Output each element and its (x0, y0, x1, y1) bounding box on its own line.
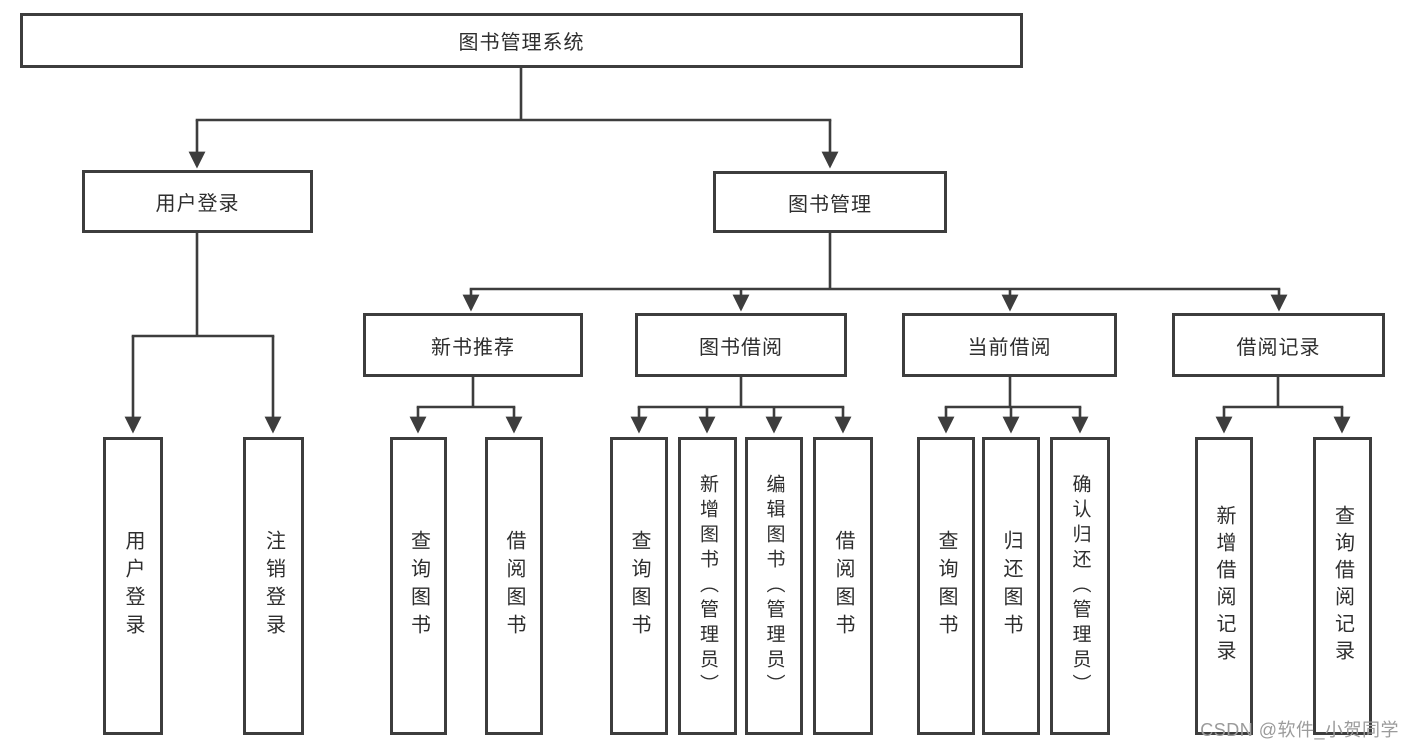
leaf-query-borrow-record: 查询借阅记录 (1313, 437, 1372, 735)
node-book-borrow: 图书借阅 (635, 313, 847, 377)
leaf-user-login: 用户登录 (103, 437, 163, 735)
leaf-borrow-books-recommend: 借阅图书 (485, 437, 543, 735)
leaf-borrow-books: 借阅图书 (813, 437, 873, 735)
leaf-confirm-return-admin: 确认归还（管理员） (1050, 437, 1110, 735)
node-current-borrow: 当前借阅 (902, 313, 1117, 377)
node-new-book-recommend: 新书推荐 (363, 313, 583, 377)
node-book-management-branch: 图书管理 (713, 171, 947, 233)
node-borrow-records: 借阅记录 (1172, 313, 1385, 377)
leaf-return-books: 归还图书 (982, 437, 1040, 735)
csdn-watermark: CSDN @软件_小贺同学 (1200, 720, 1399, 740)
leaf-query-books-recommend: 查询图书 (390, 437, 447, 735)
leaf-add-books-admin: 新增图书（管理员） (678, 437, 737, 735)
node-user-login-branch: 用户登录 (82, 170, 313, 233)
leaf-edit-books-admin: 编辑图书（管理员） (745, 437, 803, 735)
leaf-query-books-borrow: 查询图书 (610, 437, 668, 735)
node-root-system: 图书管理系统 (20, 13, 1023, 68)
leaf-add-borrow-record: 新增借阅记录 (1195, 437, 1253, 735)
leaf-query-books-current: 查询图书 (917, 437, 975, 735)
leaf-logout: 注销登录 (243, 437, 304, 735)
